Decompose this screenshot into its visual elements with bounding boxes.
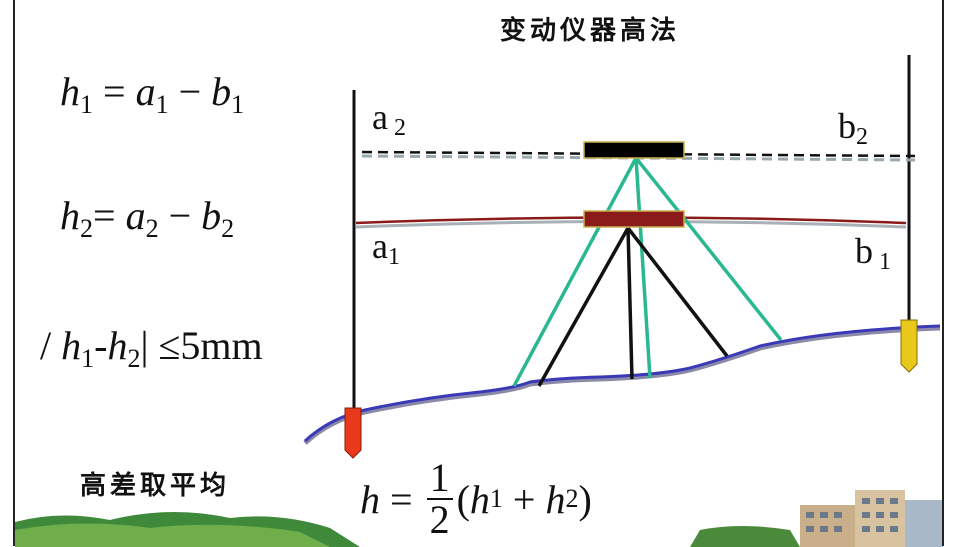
eq3-h1: h [61, 323, 82, 368]
eq1-a: a [135, 69, 156, 114]
eq1-a-sub: 1 [155, 90, 169, 119]
eq2-b: b [201, 193, 222, 238]
avg-equals: = [380, 476, 423, 522]
average-caption: 高差取平均 [80, 471, 231, 501]
ground-line [303, 325, 941, 445]
equation-h1: h1 = a1 − b1 [60, 68, 244, 120]
eq2-h-sub: 2 [80, 214, 93, 243]
label-b1-sub: 1 [873, 249, 891, 275]
eq3-h1-sub: 1 [81, 344, 95, 373]
eq3-h2: h [107, 323, 128, 368]
avg-h1: h [469, 476, 490, 522]
avg-h2: h [545, 476, 566, 522]
avg-open-paren: ( [456, 476, 470, 522]
level-instrument-high [583, 141, 685, 159]
label-b2-sub: 2 [856, 124, 868, 150]
eq2-a-sub: 2 [145, 214, 159, 243]
label-b2-letter: b [838, 106, 856, 146]
label-b1-letter: b [855, 231, 873, 271]
eq3-h2-sub: 2 [127, 344, 141, 373]
label-a1-letter: a [372, 226, 388, 266]
eq1-equals: = [93, 69, 136, 114]
label-a2-letter: a [372, 97, 388, 137]
eq1-h-sub: 1 [80, 90, 93, 119]
label-a1-sub: 1 [387, 244, 400, 270]
tripod-high [512, 156, 783, 387]
label-a1: a1 [372, 225, 400, 271]
label-a2: a 2 [372, 96, 406, 142]
avg-fraction-bar [426, 498, 453, 500]
label-b1: b 1 [855, 230, 891, 276]
avg-h1-sub: 1 [489, 484, 503, 513]
eq2-a: a [125, 193, 146, 238]
slide-frame [13, 0, 944, 546]
eq1-b: b [211, 69, 232, 114]
avg-plus: + [502, 476, 546, 522]
eq1-b-sub: 1 [231, 90, 245, 119]
label-a2-sub: 2 [387, 115, 406, 141]
avg-close-paren: ) [578, 476, 592, 522]
eq1-minus: − [168, 69, 212, 114]
eq2-b-sub: 2 [221, 214, 235, 243]
eq2-h: h [60, 193, 80, 238]
avg-fraction: 1 2 [426, 455, 453, 542]
eq3-dash: - [94, 323, 108, 368]
avg-denominator: 2 [429, 497, 450, 542]
background-landscape [15, 490, 943, 547]
slide-title: 变动仪器高法 [500, 16, 681, 46]
ground-line-top [303, 324, 941, 443]
eq1-h: h [60, 69, 80, 114]
tripod-low [537, 226, 729, 387]
eq3-prefix: / [40, 323, 62, 368]
tolerance-equation: / h1-h2| ≤5mm [40, 322, 263, 374]
avg-h2-sub: 2 [565, 484, 579, 513]
label-b2: b2 [838, 105, 868, 151]
level-instrument-low [583, 210, 685, 228]
avg-h: h [360, 476, 380, 522]
eq2-equals: = [93, 193, 126, 238]
right-staff-marker [900, 319, 918, 373]
avg-numerator: 1 [429, 455, 450, 500]
left-staff-marker [344, 407, 362, 459]
eq2-minus: − [158, 193, 202, 238]
equation-h2: h2= a2 − b2 [60, 192, 234, 244]
eq3-suffix: | ≤5mm [140, 323, 263, 368]
